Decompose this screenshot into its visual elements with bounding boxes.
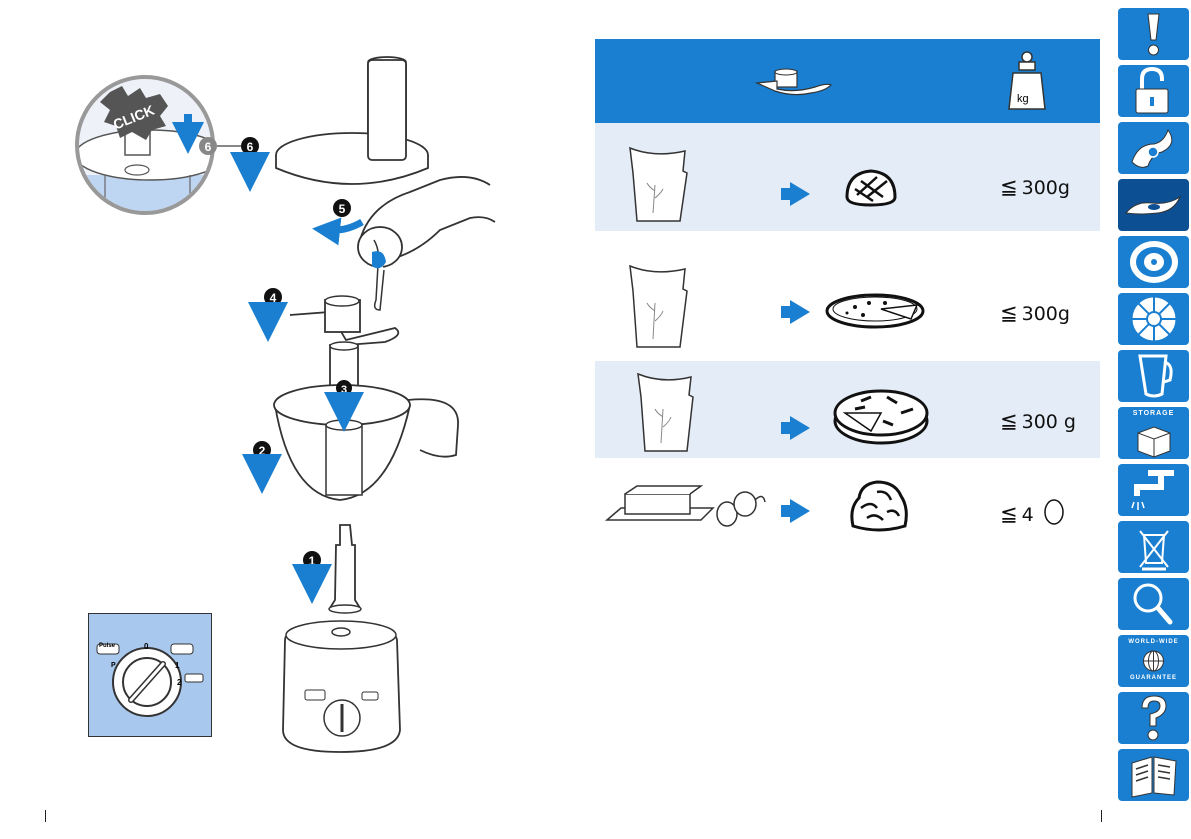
row1-arrow-shaft-icon: [781, 188, 792, 200]
crop-mark-left: [45, 810, 46, 822]
jug-icon: [1138, 354, 1173, 398]
row3-quantity: ≦300 g: [1000, 409, 1076, 433]
speed-dial-detail: Pulse 0 1 2 P: [88, 613, 212, 737]
tab-disposal[interactable]: [1118, 521, 1189, 573]
troubleshooting-icon: [1133, 583, 1173, 625]
guarantee-top-label: WORLD-WIDE: [1128, 639, 1179, 645]
step-6-badge-gray: [199, 137, 217, 155]
step-6-label: 6: [247, 140, 254, 154]
tab-slicing-disc[interactable]: [1118, 293, 1189, 345]
spindle: [328, 524, 362, 614]
cake-icon: [850, 480, 908, 532]
pizza-icon: [825, 293, 925, 329]
step-5-label: 5: [339, 202, 346, 216]
dial-position-1: 1: [175, 661, 180, 670]
tab-kneading-blade[interactable]: [1118, 179, 1189, 231]
hand-inserting-blade: [357, 176, 496, 311]
step-4-label: 4: [270, 291, 277, 305]
crop-mark-right: [1101, 810, 1102, 822]
step-3-label: 3: [341, 384, 347, 396]
disposal-icon: [1139, 530, 1169, 571]
speed-dial-icon: [96, 643, 204, 717]
unlock-icon: [1135, 66, 1169, 114]
kneading-blade: [289, 295, 400, 346]
less-or-equal-icon: ≦: [1000, 502, 1018, 526]
dial-position-0: 0: [144, 642, 149, 651]
tab-storage[interactable]: STORAGE: [1118, 407, 1189, 459]
step-4-badge: [264, 288, 282, 306]
guarantee-icon: [1143, 650, 1164, 672]
row3-arrow-shaft-icon: [781, 422, 792, 434]
tab-unlock[interactable]: [1118, 65, 1189, 117]
step-2-label: 2: [259, 444, 266, 458]
tab-faq[interactable]: [1118, 692, 1189, 744]
click-burst: CLICK: [100, 86, 168, 140]
step-5-badge: [333, 199, 351, 217]
tab-cleaning[interactable]: [1118, 464, 1189, 516]
butter-eggs-icon: [605, 485, 766, 527]
blade-icon: [755, 68, 833, 96]
tab-knife-blade[interactable]: [1118, 122, 1189, 174]
storage-label: STORAGE: [1132, 410, 1175, 417]
assembly-illustration: CLICK 6 6 5 4: [75, 56, 496, 753]
tab-jug[interactable]: [1118, 350, 1189, 402]
guarantee-bottom-label: GUARANTEE: [1129, 675, 1177, 681]
table-row: ≦300 g: [595, 361, 1100, 458]
emulsifying-disc-icon: [1130, 241, 1178, 283]
flour-bag-icon: [629, 146, 688, 222]
row2-quantity: ≦300g: [1000, 301, 1070, 325]
warning-icon: [1147, 13, 1160, 56]
tab-emulsifying-disc[interactable]: [1118, 236, 1189, 288]
dial-pulse-label: Pulse: [99, 643, 116, 649]
knife-blade-icon: [1131, 128, 1173, 168]
row2-arrow-shaft-icon: [781, 306, 792, 318]
motor-base: [282, 620, 401, 753]
row4-arrow-icon: [790, 499, 810, 523]
row3-arrow-icon: [790, 416, 810, 440]
table-header: kg: [595, 39, 1100, 123]
dial-position-2: 2: [177, 678, 182, 687]
weight-icon: [1008, 51, 1046, 110]
tab-troubleshooting[interactable]: [1118, 578, 1189, 630]
bowl: [273, 341, 459, 501]
storage-icon: [1137, 426, 1171, 458]
question-icon: [1141, 695, 1167, 741]
cleaning-tap-icon: [1131, 470, 1174, 510]
lid-with-feed-tube: [275, 56, 429, 185]
row4-arrow-shaft-icon: [781, 505, 792, 517]
step-6-label-gray: 6: [205, 140, 212, 154]
tab-manual[interactable]: [1118, 749, 1189, 801]
row1-quantity: ≦300g: [1000, 175, 1070, 199]
pie-icon: [833, 389, 929, 445]
step-6-badge: [241, 137, 259, 155]
manual-icon: [1131, 756, 1177, 798]
table-row: ≦4: [595, 458, 1100, 558]
less-or-equal-icon: ≦: [1000, 409, 1018, 433]
dial-position-p: P: [111, 662, 116, 669]
tab-warning[interactable]: [1118, 8, 1189, 60]
flour-bag-icon: [637, 372, 694, 452]
bread-icon: [845, 169, 897, 207]
sidebar-nav: STORAGE WORLD-WIDE G: [1118, 8, 1189, 801]
table-row: ≦300g: [595, 123, 1100, 231]
less-or-equal-icon: ≦: [1000, 175, 1018, 199]
table-row: ≦300g: [595, 231, 1100, 361]
weight-icon-label: kg: [1017, 93, 1029, 105]
row2-arrow-icon: [790, 300, 810, 324]
slicing-disc-icon: [1131, 296, 1177, 342]
row1-arrow-icon: [790, 182, 810, 206]
kneading-blade-icon: [1125, 195, 1182, 215]
less-or-equal-icon: ≦: [1000, 301, 1018, 325]
flour-bag-icon: [629, 264, 688, 348]
row4-quantity: ≦4: [1000, 502, 1034, 526]
egg-icon: [1044, 499, 1064, 525]
step-1-label: 1: [309, 554, 316, 568]
tab-guarantee[interactable]: WORLD-WIDE GUARANTEE: [1118, 635, 1189, 687]
